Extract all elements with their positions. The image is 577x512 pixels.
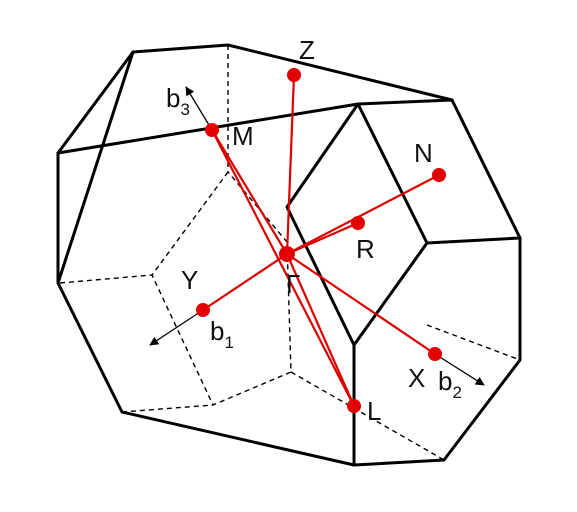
reciprocal-vectors [149,86,485,386]
gamma-point [279,246,295,262]
b2-label: b2 [438,366,462,402]
b2-axis [434,353,485,386]
gamma-z-line [285,74,296,255]
gamma-x-line [286,253,436,355]
vector-labels: b3 b1 b2 [166,83,462,402]
gamma-l-line [285,253,356,407]
gamma-r-line [286,221,359,256]
z-point [287,68,301,82]
l-label: L [367,396,381,426]
l-point [347,399,361,413]
y-point [196,303,210,317]
x-point [428,347,442,361]
n-label: N [414,138,433,168]
m-label: M [232,121,254,151]
point-labels: Z M N R Y Γ L X [181,35,433,426]
m-point [205,123,219,137]
n-point [432,168,446,182]
k-path-lines [202,74,440,407]
hidden-edges [59,45,521,461]
b3-axis [185,86,213,131]
b1-label: b1 [210,316,234,352]
k-points [196,68,446,413]
r-point [351,216,365,230]
gamma-n-line [286,174,440,255]
x-label: X [408,363,425,393]
y-label: Y [181,265,198,295]
z-label: Z [299,35,315,65]
gamma-label: Γ [286,269,300,299]
m-l-line [211,129,355,407]
r-label: R [356,234,375,264]
visible-edges [56,43,522,467]
gamma-m-line [211,129,288,255]
b1-axis [149,309,204,346]
b3-label: b3 [166,83,190,119]
gamma-y-line [202,253,288,311]
